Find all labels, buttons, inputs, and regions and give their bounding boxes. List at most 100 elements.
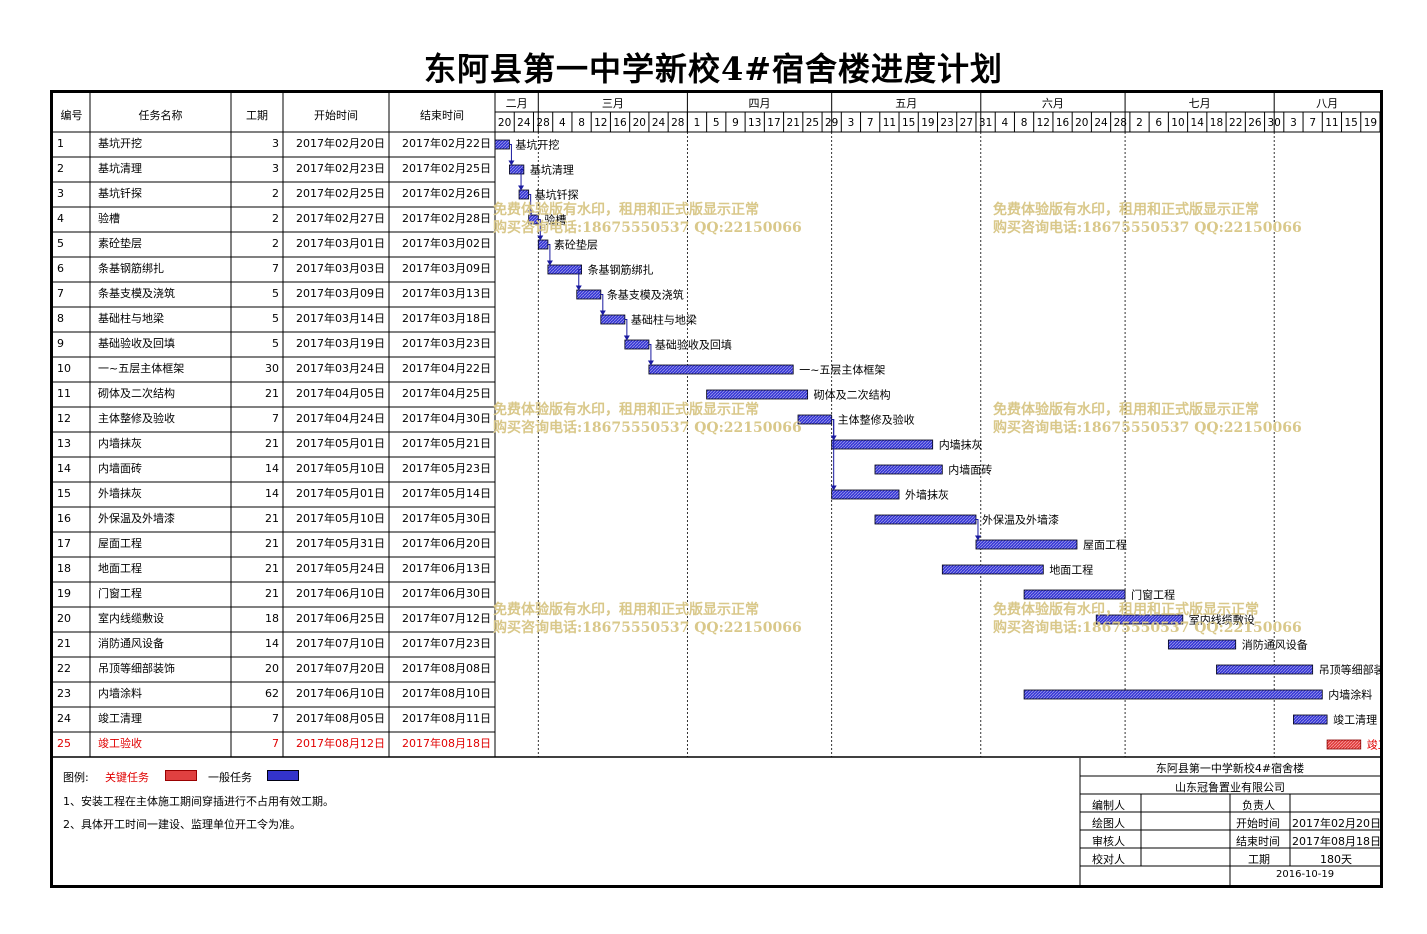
task-no-cell: 4 <box>57 212 64 225</box>
dependency-link <box>520 169 524 189</box>
task-name-cell: 地面工程 <box>98 562 142 575</box>
task-end-cell: 2017年04月22日 <box>402 362 491 375</box>
task-start-cell: 2017年03月09日 <box>296 287 385 300</box>
task-end-cell: 2017年06月30日 <box>402 587 491 600</box>
day-tick-label: 20 <box>633 117 646 129</box>
watermark-line1: 免费体验版有水印，租用和正式版显示正常 <box>493 602 759 618</box>
info-duration-value: 180天 <box>1320 853 1352 866</box>
task-bar-label: 内墙涂料 <box>1328 688 1372 702</box>
dependency-link <box>975 519 979 539</box>
watermark-line2: 购买咨询电话:18675550537 QQ:22150066 <box>493 620 802 636</box>
task-start-cell: 2017年05月10日 <box>296 462 385 475</box>
task-name-cell: 条基钢筋绑扎 <box>98 262 164 275</box>
task-no-cell: 21 <box>57 637 71 650</box>
task-start-cell: 2017年03月03日 <box>296 262 385 275</box>
day-tick-label: 30 <box>1267 117 1280 129</box>
dependency-arrowhead <box>537 235 544 241</box>
task-name-cell: 主体整修及验收 <box>98 412 175 425</box>
task-name-cell: 素砼垫层 <box>98 237 142 250</box>
dependency-arrowhead <box>546 260 553 266</box>
dependency-arrowhead <box>974 535 981 541</box>
task-duration-cell: 7 <box>272 737 279 750</box>
day-tick-label: 24 <box>652 117 666 129</box>
task-bar <box>576 289 602 300</box>
dependency-arrowhead <box>830 485 837 491</box>
watermark-line1: 免费体验版有水印，租用和正式版显示正常 <box>493 402 759 418</box>
task-bar <box>1023 689 1323 700</box>
header-duration: 工期 <box>246 109 268 122</box>
task-bar-label: 吊顶等细部装饰 <box>1319 663 1380 677</box>
task-start-cell: 2017年07月20日 <box>296 662 385 675</box>
note-2: 2、具体开工时间一建设、监理单位开工令为准。 <box>63 818 301 831</box>
watermark-2: 免费体验版有水印，租用和正式版显示正常购买咨询电话:18675550537 QQ… <box>993 201 1302 237</box>
dependency-arrowhead <box>623 335 630 341</box>
dependency-link <box>600 294 604 314</box>
task-end-cell: 2017年02月22日 <box>402 137 491 150</box>
watermark-line2: 购买咨询电话:18675550537 QQ:22150066 <box>993 220 1302 236</box>
task-start-cell: 2017年02月23日 <box>296 162 385 175</box>
task-no-cell: 23 <box>57 687 71 700</box>
task-name-cell: 内墙抹灰 <box>98 437 142 450</box>
task-bar-label: 条基钢筋绑扎 <box>588 263 654 277</box>
task-bar-label: 竣工验收 <box>1367 738 1380 752</box>
chart-title: 东阿县第一中学新校4#宿舍楼进度计划 <box>423 50 1004 88</box>
task-bar-label: 基坑清理 <box>530 163 574 177</box>
task-start-cell: 2017年08月12日 <box>296 737 385 750</box>
dependency-arrowhead <box>575 285 582 291</box>
info-company: 山东冠鲁置业有限公司 <box>1175 781 1285 794</box>
task-start-cell: 2017年05月01日 <box>296 437 385 450</box>
watermark-5: 免费体验版有水印，租用和正式版显示正常购买咨询电话:18675550537 QQ… <box>493 601 802 637</box>
info-duration-label: 工期 <box>1248 853 1270 866</box>
info-drafter-label: 绘图人 <box>1092 817 1125 830</box>
task-name-cell: 门窗工程 <box>98 587 142 600</box>
task-start-cell: 2017年07月10日 <box>296 637 385 650</box>
task-no-cell: 9 <box>57 337 64 350</box>
task-bar-label: 内墙面砖 <box>948 463 992 477</box>
watermark-line2: 购买咨询电话:18675550537 QQ:22150066 <box>993 420 1302 436</box>
watermark-4: 免费体验版有水印，租用和正式版显示正常购买咨询电话:18675550537 QQ… <box>993 401 1302 437</box>
task-bar-label: 一~五层主体框架 <box>799 363 885 377</box>
task-bar-label: 屋面工程 <box>1083 539 1127 552</box>
task-end-cell: 2017年03月09日 <box>402 262 491 275</box>
task-start-cell: 2017年05月01日 <box>296 487 385 500</box>
task-start-cell: 2017年08月05日 <box>296 712 385 725</box>
task-end-cell: 2017年05月14日 <box>402 487 491 500</box>
task-end-cell: 2017年06月13日 <box>402 562 491 575</box>
task-bar-label: 外墙抹灰 <box>905 488 949 502</box>
task-no-cell: 20 <box>57 612 71 625</box>
task-bar-label: 地面工程 <box>1049 564 1093 577</box>
task-bar <box>600 314 626 325</box>
task-duration-cell: 21 <box>265 437 279 450</box>
day-tick-label: 12 <box>594 117 607 129</box>
task-start-cell: 2017年03月14日 <box>296 312 385 325</box>
task-bar-label: 基础柱与地梁 <box>631 313 697 327</box>
task-duration-cell: 20 <box>265 662 279 675</box>
task-start-cell: 2017年02月20日 <box>296 137 385 150</box>
task-no-cell: 15 <box>57 487 71 500</box>
header-end: 结束时间 <box>420 109 464 122</box>
dependency-link <box>831 419 835 489</box>
day-tick-label: 7 <box>1309 117 1316 129</box>
task-duration-cell: 7 <box>272 262 279 275</box>
day-tick-label: 18 <box>1210 117 1223 129</box>
task-duration-cell: 21 <box>265 587 279 600</box>
task-name-cell: 验槽 <box>98 212 120 225</box>
dependency-link <box>648 344 652 364</box>
task-no-cell: 25 <box>57 737 71 750</box>
task-start-cell: 2017年04月24日 <box>296 412 385 425</box>
task-duration-cell: 2 <box>272 212 279 225</box>
day-tick-label: 21 <box>787 117 800 129</box>
task-no-cell: 2 <box>57 162 64 175</box>
legend-critical-swatch <box>165 770 197 781</box>
task-end-cell: 2017年07月12日 <box>402 612 491 625</box>
task-end-cell: 2017年02月25日 <box>402 162 491 175</box>
task-bar <box>648 364 794 375</box>
task-bar-label: 门窗工程 <box>1131 588 1175 602</box>
task-bar-label: 室内线缆敷设 <box>1189 613 1255 627</box>
day-tick-label: 28 <box>536 117 549 129</box>
task-bar-label: 竣工清理 <box>1333 713 1377 727</box>
task-name-cell: 屋面工程 <box>98 537 142 550</box>
task-duration-cell: 14 <box>265 487 279 500</box>
info-date: 2016-10-19 <box>1276 869 1335 880</box>
